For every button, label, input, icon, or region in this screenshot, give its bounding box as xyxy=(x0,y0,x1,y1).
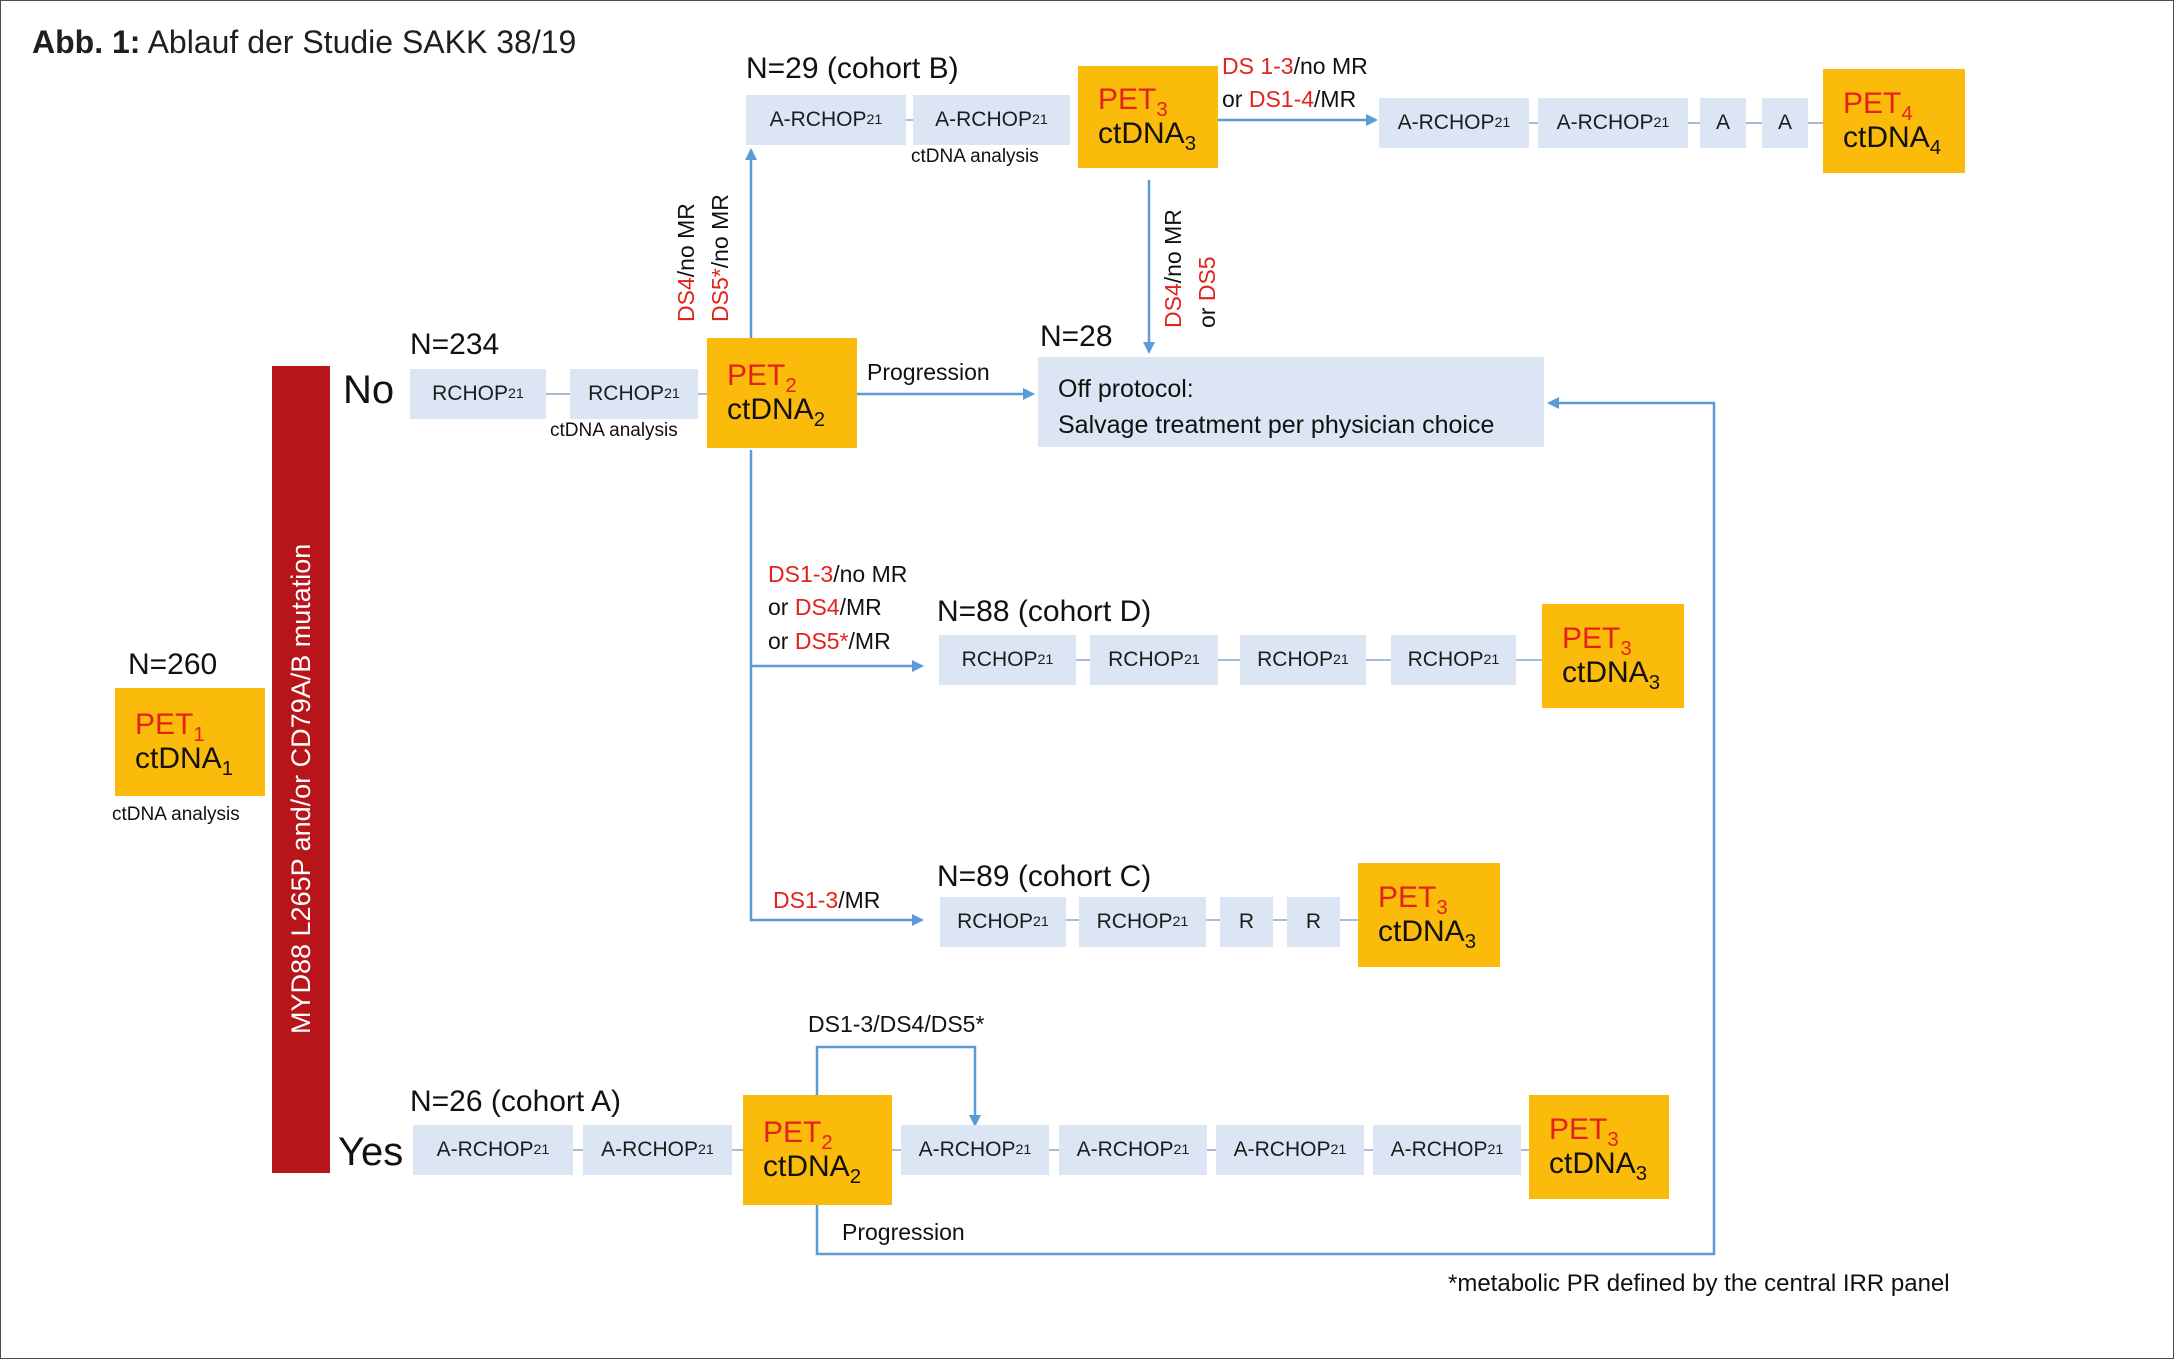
ctdna-analysis-label: ctDNA analysis xyxy=(911,146,1039,167)
pet1-ctdna1-box: PET1 ctDNA1 xyxy=(115,688,265,796)
figure-caption: Abb. 1: Ablauf der Studie SAKK 38/19 xyxy=(32,24,577,60)
footnote: *metabolic PR defined by the central IRR… xyxy=(1448,1270,1950,1297)
ctdna-analysis-label: ctDNA analysis xyxy=(550,420,678,441)
yes-branch-label: Yes xyxy=(338,1130,404,1174)
cohort-b-n-label: N=29 (cohort B) xyxy=(746,52,959,85)
cohort-a-n-label: N=26 (cohort A) xyxy=(410,1085,621,1118)
cohort-d-n-label: N=88 (cohort D) xyxy=(937,595,1152,628)
no-arm-n-label: N=234 xyxy=(410,328,500,361)
cohort-b-condition-1: DS4/no MR xyxy=(673,203,699,322)
cohort-b-continue-condition: DS 1-3/no MR or DS1-4/MR xyxy=(1222,53,1368,113)
off-protocol-title: Off protocol: xyxy=(1058,375,1194,403)
pet3-ctdna3-box: PET3 ctDNA3 xyxy=(1529,1095,1669,1199)
a-box: A xyxy=(1700,98,1746,148)
off-protocol-n-label: N=28 xyxy=(1040,320,1113,353)
pet4-ctdna4-box: PET4 ctDNA4 xyxy=(1823,69,1965,173)
ctdna-analysis-label: ctDNA analysis xyxy=(112,804,240,825)
cohort-a-progression-label: Progression xyxy=(842,1219,965,1245)
off-protocol-condition-2: or DS5 xyxy=(1194,256,1220,328)
mutation-status-bar: MYD88 L265P and/or CD79A/B mutation xyxy=(272,366,330,1173)
no-branch-label: No xyxy=(343,368,395,412)
off-protocol-box: Off protocol: Salvage treatment per phys… xyxy=(1038,357,1544,447)
progression-label: Progression xyxy=(867,359,990,385)
cohort-c-condition: DS1-3/MR xyxy=(773,887,881,913)
pet3-ctdna3-box: PET3 ctDNA3 xyxy=(1542,604,1684,708)
cohort-d-condition: DS1-3/no MR or DS4/MR or DS5*/MR xyxy=(768,561,908,654)
flow-arrows xyxy=(745,114,1716,1256)
pet3-ctdna3-box: PET3 ctDNA3 xyxy=(1078,66,1218,168)
r-box: R xyxy=(1287,897,1340,947)
off-protocol-description: Salvage treatment per physician choice xyxy=(1058,411,1495,440)
cohort-a-loop-condition: DS1-3/DS4/DS5* xyxy=(808,1011,985,1037)
r-box: R xyxy=(1220,897,1273,947)
pet2-ctdna2-box: PET2 ctDNA2 xyxy=(707,338,857,448)
off-protocol-condition-1: DS4/no MR xyxy=(1160,209,1186,328)
a-box: A xyxy=(1762,98,1808,148)
cohort-b-condition-2: DS5*/no MR xyxy=(707,194,733,322)
cohort-c-n-label: N=89 (cohort C) xyxy=(937,860,1152,893)
total-n-label: N=260 xyxy=(128,648,218,681)
box-connectors xyxy=(545,119,1823,1151)
mutation-bar-label: MYD88 L265P and/or CD79A/B mutation xyxy=(286,543,316,1034)
pet3-ctdna3-box: PET3 ctDNA3 xyxy=(1358,863,1500,967)
pet2-ctdna2-box: PET2 ctDNA2 xyxy=(743,1095,892,1205)
